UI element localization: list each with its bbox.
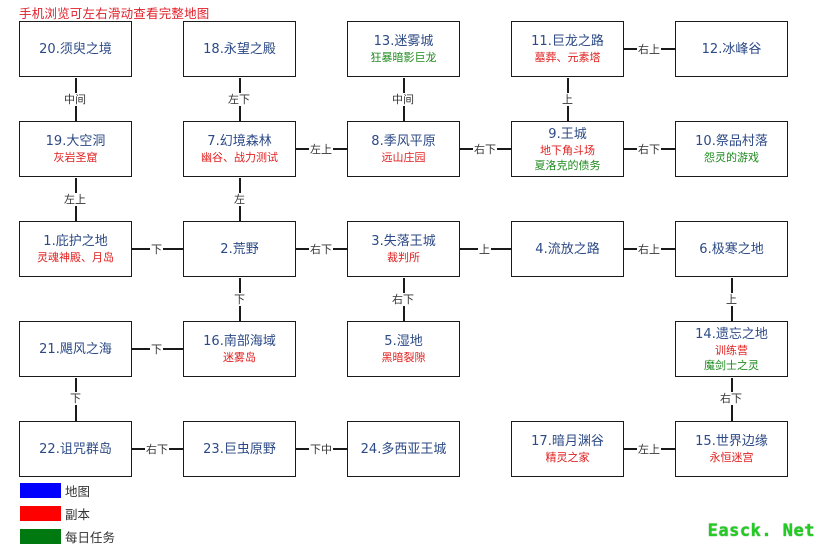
node-title: 19.大空洞 <box>45 134 106 149</box>
node-title: 15.世界边缘 <box>695 434 768 449</box>
node-title: 10.祭品村落 <box>695 134 768 149</box>
dungeon-label: 精灵之家 <box>545 451 590 464</box>
legend-item-dungeon: 副本 <box>20 502 115 525</box>
node-title: 22.诅咒群岛 <box>39 441 112 457</box>
dungeon-label: 远山庄园 <box>381 151 426 164</box>
edge-label-17-15: 左上 <box>637 443 661 456</box>
map-node-24[interactable]: 24.多西亚王城 <box>347 421 460 477</box>
dungeon-label: 灵魂神殿、月岛 <box>37 251 114 264</box>
legend-item-map: 地图 <box>20 479 115 502</box>
legend: 地图 副本 每日任务 <box>20 479 115 548</box>
legend-swatch-daily-quest <box>20 529 61 544</box>
node-title: 6.极寒之地 <box>699 241 764 257</box>
edge-label-2-16: 下 <box>233 293 246 306</box>
edge-label-14-15: 右下 <box>719 392 743 405</box>
edge-label-22-23: 右下 <box>145 443 169 456</box>
legend-label-daily-quest: 每日任务 <box>65 530 116 545</box>
edge-label-1-2: 下 <box>150 243 163 256</box>
edge-label-13-8: 中间 <box>391 93 415 106</box>
edge-label-3-4: 上 <box>478 243 491 256</box>
daily-quest-label: 狂暴暗影巨龙 <box>370 51 437 64</box>
edge-label-21-22: 下 <box>69 392 82 405</box>
edge-label-2-3: 右下 <box>309 243 333 256</box>
map-node-20[interactable]: 20.须臾之境 <box>19 21 132 77</box>
edge-label-19-1: 左上 <box>63 193 87 206</box>
map-node-22[interactable]: 22.诅咒群岛 <box>19 421 132 477</box>
edge-label-7-2: 左 <box>233 193 246 206</box>
map-node-8[interactable]: 8.季风平原远山庄园 <box>347 121 460 177</box>
node-title: 11.巨龙之路 <box>531 34 604 49</box>
node-title: 16.南部海域 <box>203 334 276 349</box>
node-title: 7.幻境森林 <box>207 134 272 149</box>
map-node-13[interactable]: 13.迷雾城狂暴暗影巨龙 <box>347 21 460 77</box>
node-title: 23.巨虫原野 <box>203 441 276 457</box>
map-node-9[interactable]: 9.王城地下角斗场夏洛克的债务 <box>511 121 624 177</box>
mobile-scroll-hint: 手机浏览可左右滑动查看完整地图 <box>19 6 210 21</box>
map-node-19[interactable]: 19.大空洞灰岩圣窟 <box>19 121 132 177</box>
map-node-14[interactable]: 14.遗忘之地训练营魔剑士之灵 <box>675 321 788 377</box>
dungeon-label: 地下角斗场 <box>540 143 595 157</box>
map-node-10[interactable]: 10.祭品村落怨灵的游戏 <box>675 121 788 177</box>
map-node-15[interactable]: 15.世界边缘永恒迷宫 <box>675 421 788 477</box>
dungeon-label: 墓葬、元素塔 <box>534 51 601 64</box>
node-title: 14.遗忘之地 <box>695 326 768 342</box>
map-node-16[interactable]: 16.南部海域迷雾岛 <box>183 321 296 377</box>
node-title: 12.冰峰谷 <box>701 41 762 57</box>
map-node-11[interactable]: 11.巨龙之路墓葬、元素塔 <box>511 21 624 77</box>
dungeon-label: 幽谷、战力测试 <box>201 151 278 164</box>
map-node-7[interactable]: 7.幻境森林幽谷、战力测试 <box>183 121 296 177</box>
node-title: 9.王城 <box>548 126 587 142</box>
daily-quest-label: 夏洛克的债务 <box>534 158 601 172</box>
node-title: 13.迷雾城 <box>373 34 434 49</box>
map-node-12[interactable]: 12.冰峰谷 <box>675 21 788 77</box>
dungeon-label: 永恒迷宫 <box>709 451 754 464</box>
dungeon-label: 黑暗裂隙 <box>381 351 426 364</box>
edge-label-9-10: 右下 <box>637 143 661 156</box>
edge-label-11-9: 上 <box>561 93 574 106</box>
map-node-2[interactable]: 2.荒野 <box>183 221 296 277</box>
daily-quest-label: 怨灵的游戏 <box>704 151 759 164</box>
map-node-5[interactable]: 5.湿地黑暗裂隙 <box>347 321 460 377</box>
map-node-18[interactable]: 18.永望之殿 <box>183 21 296 77</box>
legend-swatch-map <box>20 483 61 498</box>
edge-label-11-12: 右上 <box>637 43 661 56</box>
edge-label-6-14: 上 <box>725 293 738 306</box>
node-title: 3.失落王城 <box>371 234 436 249</box>
node-title: 18.永望之殿 <box>203 41 276 57</box>
map-node-17[interactable]: 17.暗月渊谷精灵之家 <box>511 421 624 477</box>
dungeon-label: 训练营 <box>715 343 748 357</box>
node-title: 17.暗月渊谷 <box>531 434 604 449</box>
dungeon-label: 裁判所 <box>387 251 420 264</box>
map-node-6[interactable]: 6.极寒之地 <box>675 221 788 277</box>
map-node-23[interactable]: 23.巨虫原野 <box>183 421 296 477</box>
edge-label-18-7: 左下 <box>227 93 251 106</box>
legend-swatch-dungeon <box>20 506 61 521</box>
dungeon-label: 迷雾岛 <box>223 351 256 364</box>
node-title: 21.飓风之海 <box>39 341 112 357</box>
map-node-21[interactable]: 21.飓风之海 <box>19 321 132 377</box>
node-title: 20.须臾之境 <box>39 41 112 57</box>
node-title: 4.流放之路 <box>535 241 600 257</box>
node-title: 5.湿地 <box>384 334 423 349</box>
edge-label-7-8: 左上 <box>309 143 333 156</box>
node-title: 1.庇护之地 <box>43 234 108 249</box>
edge-label-8-9: 右下 <box>473 143 497 156</box>
map-node-1[interactable]: 1.庇护之地灵魂神殿、月岛 <box>19 221 132 277</box>
daily-quest-label: 魔剑士之灵 <box>704 358 759 372</box>
edge-label-3-5: 右下 <box>391 293 415 306</box>
node-title: 8.季风平原 <box>371 134 436 149</box>
map-node-4[interactable]: 4.流放之路 <box>511 221 624 277</box>
map-node-3[interactable]: 3.失落王城裁判所 <box>347 221 460 277</box>
dungeon-label: 灰岩圣窟 <box>53 151 98 164</box>
legend-label-map: 地图 <box>65 484 91 499</box>
legend-item-daily-quest: 每日任务 <box>20 525 115 548</box>
edge-label-20-19: 中间 <box>63 93 87 106</box>
legend-label-dungeon: 副本 <box>65 507 91 522</box>
node-title: 24.多西亚王城 <box>360 441 447 457</box>
edge-label-23-24: 下中 <box>309 443 333 456</box>
edge-label-4-6: 右上 <box>637 243 661 256</box>
site-watermark: Easck. Net <box>707 521 815 541</box>
edge-label-21-16: 下 <box>150 343 163 356</box>
node-title: 2.荒野 <box>220 241 259 257</box>
